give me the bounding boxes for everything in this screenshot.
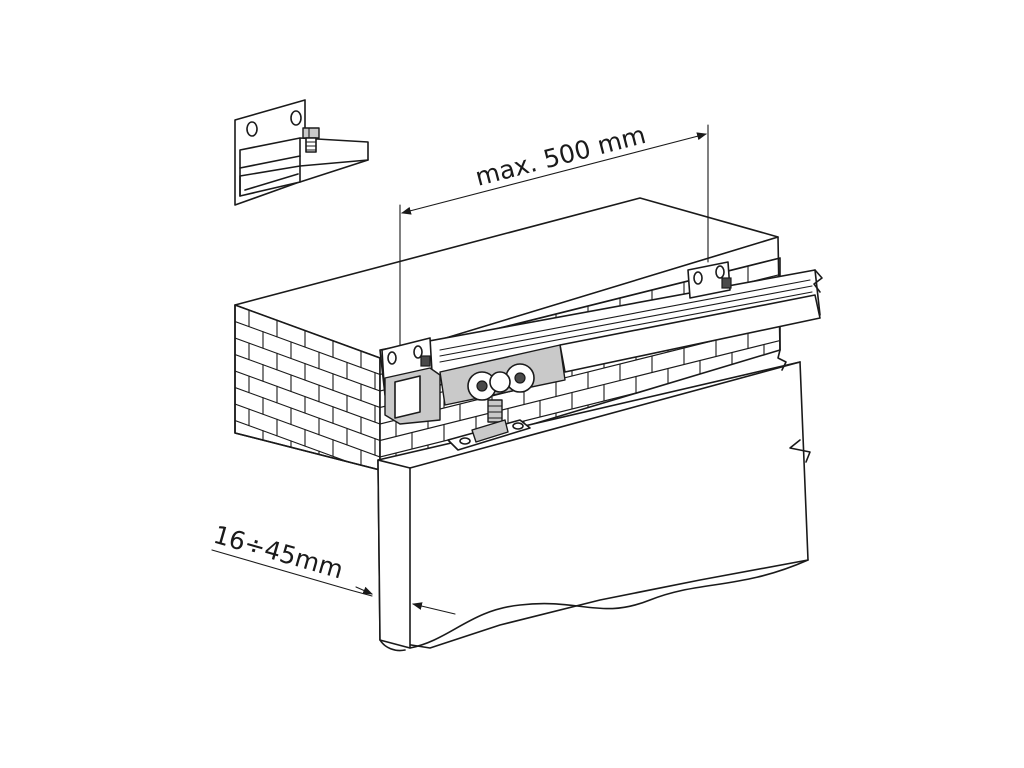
- roller-wheel-icon: [505, 363, 535, 393]
- bolt-icon: [302, 127, 320, 153]
- door-panel: [377, 349, 811, 652]
- bolt-icon: [721, 277, 732, 289]
- rail-bracket-right: [687, 261, 732, 299]
- bolt-icon: [420, 355, 431, 367]
- roller-carriage: [439, 344, 566, 451]
- rail-bracket-left: [381, 337, 441, 425]
- wall-bracket-detail: [234, 99, 369, 206]
- door-thickness-label: 16÷45mm: [210, 520, 346, 585]
